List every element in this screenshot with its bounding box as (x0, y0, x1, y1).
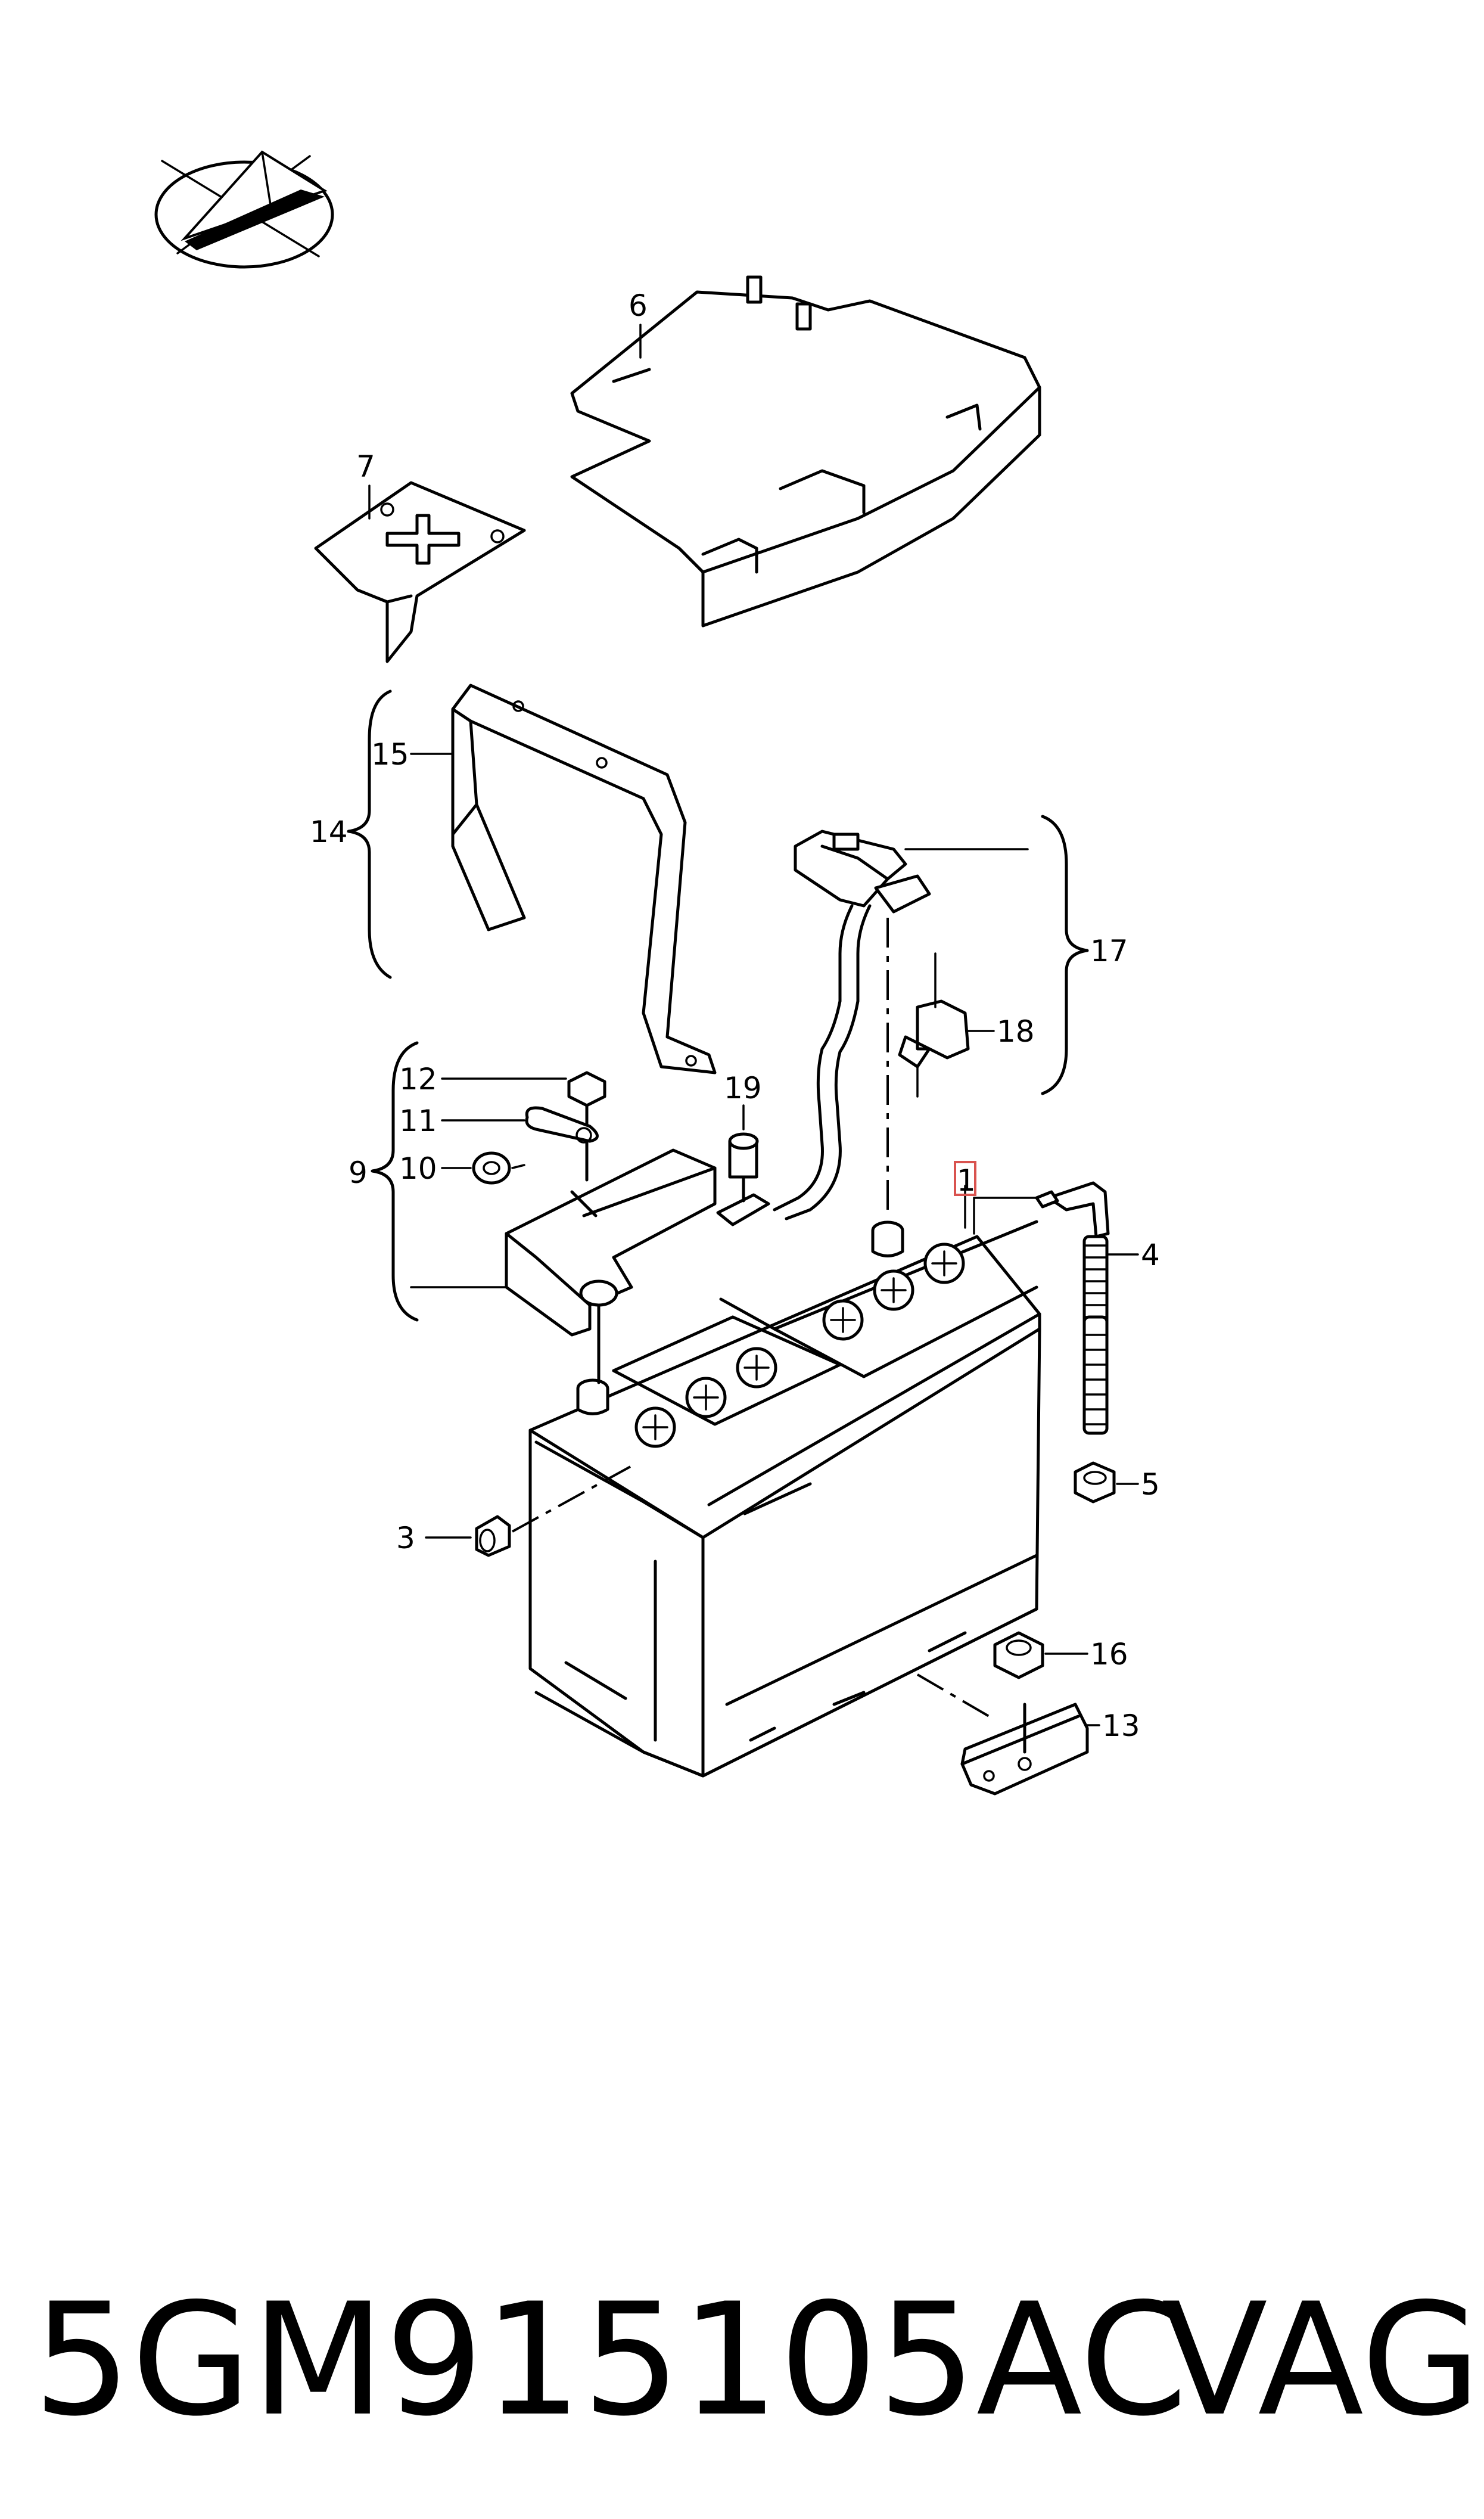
callout-11[interactable]: 11 (399, 1104, 437, 1138)
battery-cell-caps (634, 1243, 965, 1448)
callout-10[interactable]: 10 (399, 1151, 437, 1186)
callout-4[interactable]: 4 (1141, 1238, 1160, 1272)
fuse-holder (898, 952, 970, 1098)
callout-19[interactable]: 19 (724, 1071, 762, 1105)
hold-down-nut (993, 1631, 1044, 1679)
positive-cable (773, 830, 931, 1220)
callout-15[interactable]: 15 (371, 737, 409, 772)
compass-logo-icon (154, 150, 334, 269)
callout-12[interactable]: 12 (399, 1062, 437, 1097)
callout-3[interactable]: 3 (396, 1521, 415, 1555)
callout-7[interactable]: 7 (356, 449, 375, 484)
callout-16[interactable]: 16 (1090, 1637, 1128, 1672)
callout-18[interactable]: 18 (997, 1014, 1035, 1049)
hose-nut (1074, 1461, 1116, 1504)
callout-14[interactable]: 14 (310, 815, 348, 849)
callout-9[interactable]: 9 (349, 1156, 368, 1190)
clamp-nut (472, 1151, 511, 1185)
brand: VAG (1162, 2270, 1481, 2450)
part-number: 5GM915105AC (33, 2270, 1188, 2450)
callout-13[interactable]: 13 (1102, 1709, 1140, 1743)
hold-down-clamp (960, 1703, 1089, 1796)
battery-cover (570, 275, 1041, 628)
battery-terminals (576, 1220, 904, 1415)
callout-17[interactable]: 17 (1090, 934, 1128, 968)
clamp-washer (525, 1106, 599, 1144)
retaining-bracket (451, 684, 717, 1074)
vent-hose (1035, 1181, 1110, 1435)
callout-5[interactable]: 5 (1141, 1467, 1160, 1502)
callout-6[interactable]: 6 (629, 288, 648, 323)
terminal-cover-plus (314, 481, 526, 663)
callout-1[interactable]: 1 (957, 1163, 976, 1198)
callout-1-highlight (954, 1161, 976, 1196)
clamp-plate (505, 1148, 717, 1337)
terminal-post (716, 1132, 770, 1226)
vent-plug (475, 1515, 511, 1557)
